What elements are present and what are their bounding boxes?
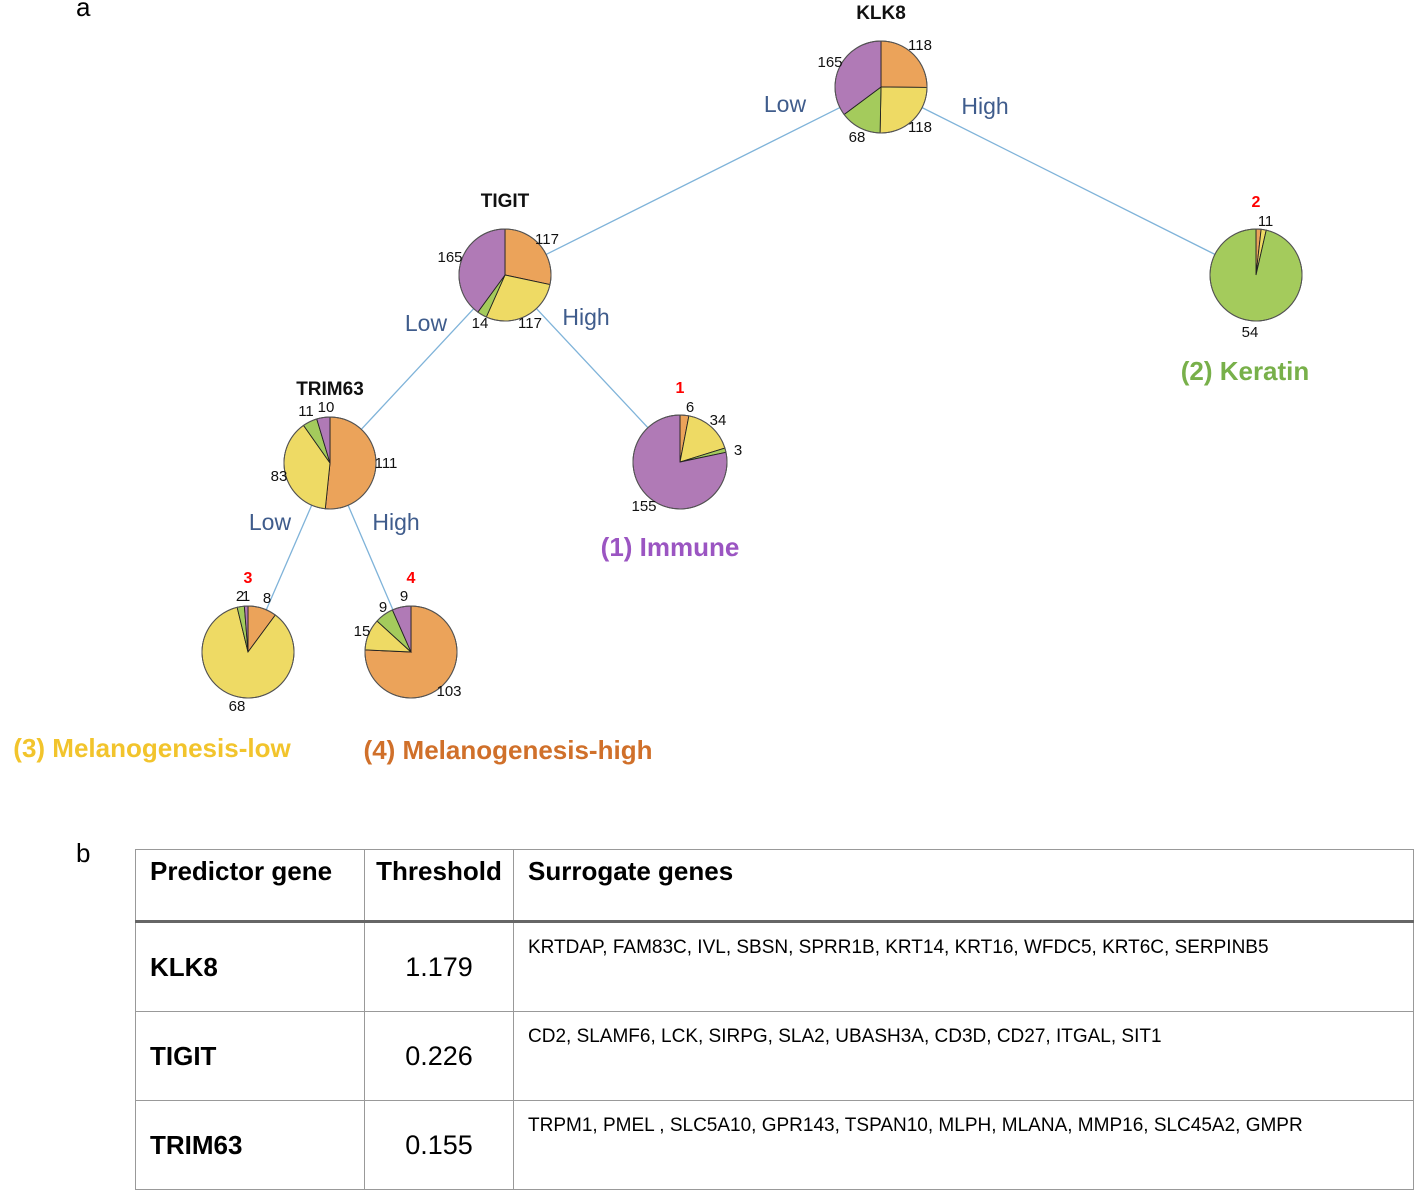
slice-count-label: 34: [710, 412, 727, 429]
threshold-cell: 0.155: [364, 1100, 514, 1190]
slice-count-label: 10: [318, 399, 335, 416]
slice-count-label: 15: [354, 623, 371, 640]
slice-count-label: 54: [1242, 324, 1259, 341]
slice-count-label: 103: [436, 683, 461, 700]
branch-label-high: High: [372, 509, 419, 535]
slice-count-label: 2: [236, 588, 244, 605]
pie-outline: [283, 416, 377, 510]
slice-count-label: 165: [437, 249, 462, 266]
table-header-row: Predictor gene Threshold Surrogate genes: [135, 849, 1414, 923]
pie-node-leaf1: 6 34 3 155 1 (1) Immune: [601, 380, 743, 562]
slice-count-label: 1: [1265, 213, 1273, 230]
pie-outline: [201, 605, 295, 699]
pie-outline: [364, 605, 458, 699]
table-row: KLK8 1.179 KRTDAP, FAM83C, IVL, SBSN, SP…: [135, 921, 1414, 1012]
table-row: TRIM63 0.155 TRPM1, PMEL , SLC5A10, GPR1…: [135, 1100, 1414, 1190]
slice-count-label: 111: [375, 455, 398, 472]
predictor-gene-cell: KLK8: [135, 921, 365, 1012]
slice-count-label: 14: [472, 315, 489, 332]
threshold-cell: 1.179: [364, 921, 514, 1012]
surrogate-genes-cell: TRPM1, PMEL , SLC5A10, GPR143, TSPAN10, …: [513, 1100, 1414, 1190]
panel-a-label: a: [76, 0, 91, 22]
split-gene-title: TIGIT: [481, 191, 530, 212]
pie-node-klk8: 118 118 68 165 KLK8: [817, 3, 931, 146]
slice-count-label: 1: [242, 588, 250, 605]
slice-count-label: 6: [686, 399, 694, 416]
slice-count-label: 9: [400, 588, 408, 605]
slice-count-label: 9: [379, 599, 387, 616]
branch-label-high: High: [562, 304, 609, 330]
cluster-name-label: (2) Keratin: [1181, 356, 1310, 386]
split-gene-title: TRIM63: [296, 379, 364, 400]
slice-count-label: 83: [271, 468, 288, 485]
slice-count-label: 68: [849, 129, 866, 146]
cluster-name-label: (4) Melanogenesis-high: [364, 735, 653, 765]
cluster-name-label: (3) Melanogenesis-low: [13, 733, 291, 763]
slice-count-label: 118: [908, 37, 932, 54]
threshold-cell: 0.226: [364, 1011, 514, 1101]
pie-outline: [834, 40, 928, 134]
tree-edge-klk8-leaf2: [921, 107, 1216, 255]
surrogate-genes-cell: CD2, SLAMF6, LCK, SIRPG, SLA2, UBASH3A, …: [513, 1011, 1414, 1101]
split-gene-title: KLK8: [856, 3, 906, 24]
slice-count-label: 165: [817, 54, 842, 71]
branch-label-low: Low: [764, 91, 807, 117]
tree-edge-klk8-tigit: [545, 106, 841, 256]
slice-count-label: 155: [631, 498, 656, 515]
branch-label-high: High: [961, 93, 1008, 119]
tree-edge-tigit-leaf1: [535, 308, 649, 429]
pie-node-leaf3: 8 68 213 (3) Melanogenesis-low: [13, 570, 295, 763]
pie-outline: [632, 414, 728, 510]
pie-outline: [458, 228, 552, 322]
slice-count-label: 1: [1258, 213, 1266, 230]
leaf-number: 1: [676, 380, 685, 397]
tree-edge-tigit-trim63: [360, 308, 475, 430]
panel-b-label: b: [76, 838, 91, 868]
header-surrogate-genes: Surrogate genes: [513, 849, 1414, 923]
header-threshold: Threshold: [364, 849, 514, 923]
branch-label-low: Low: [249, 509, 292, 535]
tree-edge-trim63-leaf3: [265, 504, 313, 611]
slice-count-label: 117: [518, 315, 542, 332]
table-row: TIGIT 0.226 CD2, SLAMF6, LCK, SIRPG, SLA…: [135, 1011, 1414, 1101]
slice-count-label: 68: [229, 698, 246, 715]
cluster-name-label: (1) Immune: [601, 532, 740, 562]
pie-node-tigit: 117 117 14 165 TIGIT: [437, 191, 558, 332]
predictor-gene-cell: TRIM63: [135, 1100, 365, 1190]
leaf-number: 3: [244, 570, 253, 587]
tree-edge-trim63-leaf4: [347, 505, 394, 610]
header-predictor-gene: Predictor gene: [135, 849, 365, 923]
surrogate-genes-cell: KRTDAP, FAM83C, IVL, SBSN, SPRR1B, KRT14…: [513, 921, 1414, 1012]
slice-count-label: 117: [535, 231, 559, 248]
leaf-number: 2: [1252, 194, 1261, 211]
slice-count-label: 8: [263, 590, 271, 607]
slice-count-label: 118: [908, 119, 932, 136]
predictor-gene-table: Predictor gene Threshold Surrogate genes…: [135, 849, 1414, 1190]
pie-node-leaf2: 11 54 2 (2) Keratin: [1181, 194, 1310, 386]
branch-label-low: Low: [405, 310, 448, 336]
pie-slice-orange: [324, 416, 377, 510]
slice-count-label: 3: [734, 442, 742, 459]
pie-outline: [1209, 228, 1303, 322]
leaf-number: 4: [407, 570, 416, 587]
predictor-gene-cell: TIGIT: [135, 1011, 365, 1101]
slice-count-label: 11: [298, 403, 314, 420]
